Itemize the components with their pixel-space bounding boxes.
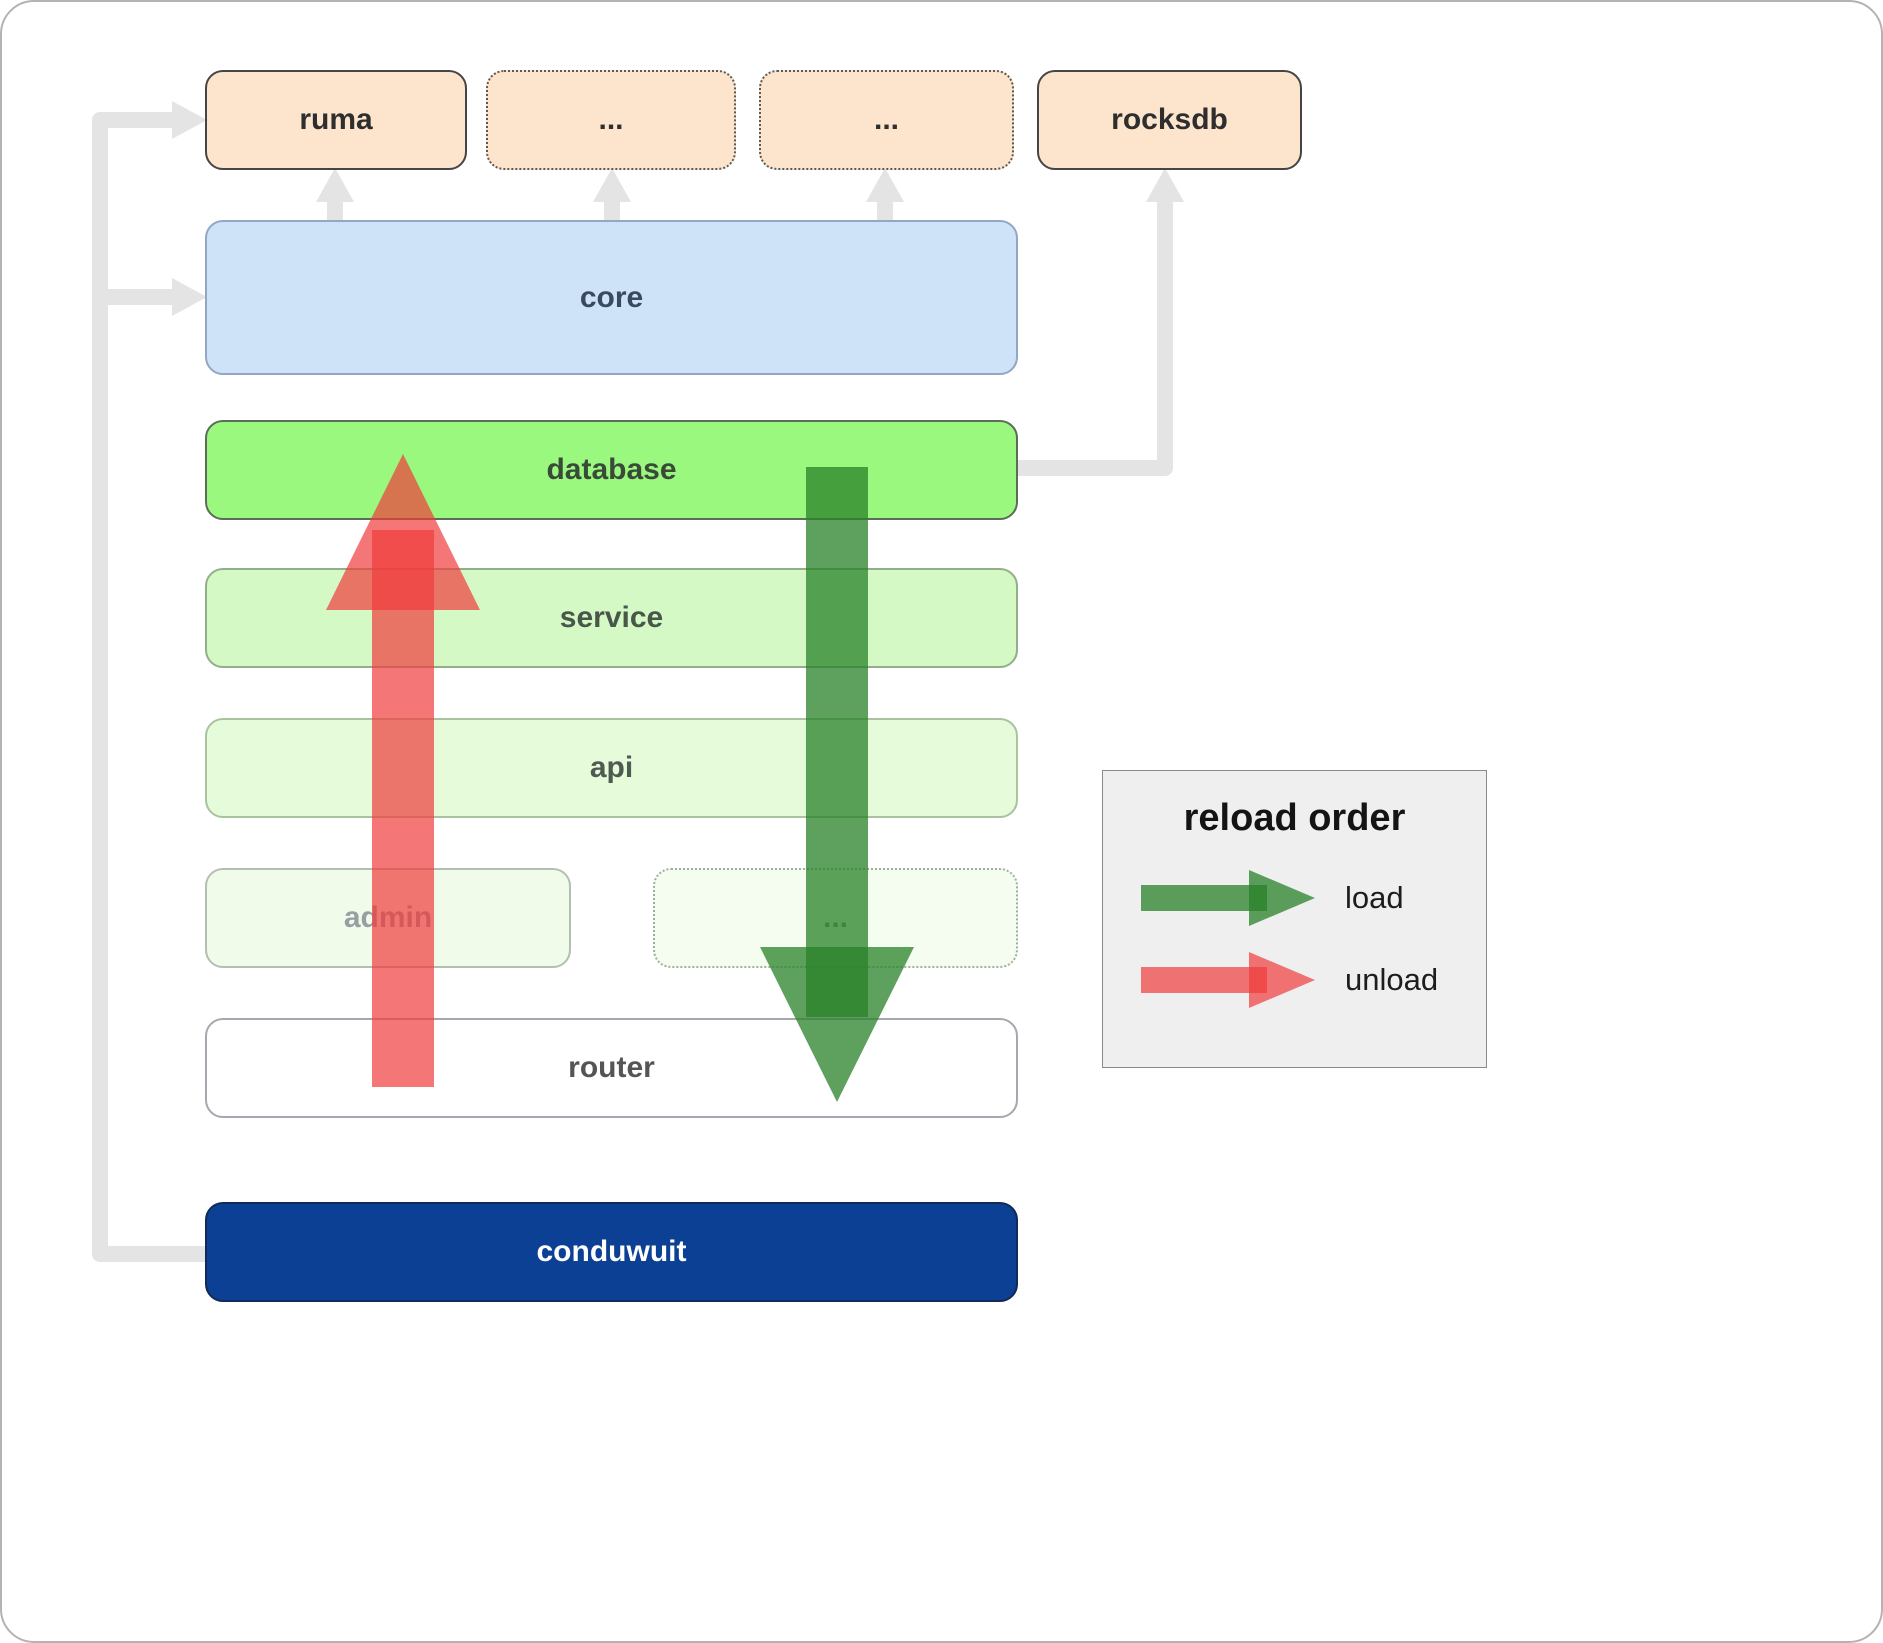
box-service: service bbox=[205, 568, 1018, 668]
box-ellipsis-top-2: ... bbox=[759, 70, 1014, 170]
arrowhead-into-ruma bbox=[172, 101, 207, 139]
box-ruma: ruma bbox=[205, 70, 467, 170]
database-to-rocksdb-connector bbox=[1018, 200, 1173, 476]
box-ellipsis-mid: ... bbox=[653, 868, 1018, 968]
box-ruma-label: ruma bbox=[299, 103, 373, 136]
box-conduwuit: conduwuit bbox=[205, 1202, 1018, 1302]
box-rocksdb-label: rocksdb bbox=[1111, 103, 1228, 136]
box-admin-label: admin bbox=[343, 901, 433, 934]
box-rocksdb: rocksdb bbox=[1037, 70, 1302, 170]
box-database-label: database bbox=[546, 453, 677, 486]
box-service-label: service bbox=[559, 601, 664, 634]
box-router: router bbox=[205, 1018, 1018, 1118]
unload-arrow-icon bbox=[1141, 952, 1315, 1008]
legend-row-unload: unload bbox=[1103, 950, 1486, 1010]
legend-load-label: load bbox=[1345, 880, 1404, 915]
legend-title: reload order bbox=[1183, 797, 1406, 839]
arrowhead-into-core bbox=[172, 278, 207, 316]
box-core-label: core bbox=[579, 280, 644, 314]
arrowhead-up-ruma bbox=[316, 168, 354, 202]
box-conduwuit-label: conduwuit bbox=[536, 1235, 687, 1268]
box-database: database bbox=[205, 420, 1018, 520]
box-ellipsis-top-2-label: ... bbox=[873, 103, 899, 136]
arrowhead-up-dots2 bbox=[866, 168, 904, 202]
conduwuit-to-ruma-connector bbox=[92, 112, 205, 1262]
box-ellipsis-top-1: ... bbox=[486, 70, 736, 170]
load-arrow-icon bbox=[1141, 870, 1315, 926]
arrowhead-up-rocksdb bbox=[1146, 168, 1184, 202]
box-router-label: router bbox=[568, 1051, 655, 1084]
box-api-label: api bbox=[589, 751, 634, 784]
box-api: api bbox=[205, 718, 1018, 818]
legend-unload-label: unload bbox=[1345, 962, 1439, 997]
box-ellipsis-mid-label: ... bbox=[822, 901, 848, 934]
box-core: core bbox=[205, 220, 1018, 375]
legend: reload order load unload bbox=[1102, 770, 1487, 1068]
box-admin: admin bbox=[205, 868, 571, 968]
legend-row-load: load bbox=[1103, 868, 1486, 928]
box-ellipsis-top-1-label: ... bbox=[598, 103, 624, 136]
arrowhead-up-dots1 bbox=[593, 168, 631, 202]
